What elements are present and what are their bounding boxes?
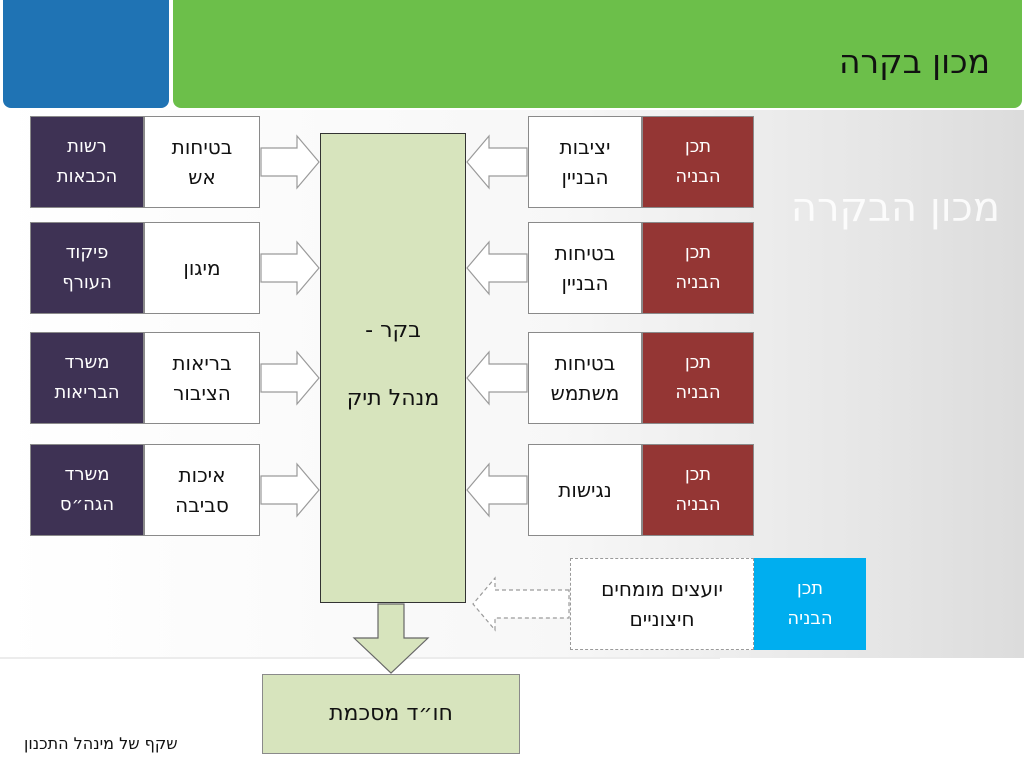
authority-box-health: משרד הבריאות bbox=[30, 332, 144, 424]
category-box-fire-safety: בטיחות אש bbox=[144, 116, 260, 208]
plan-box-3: תכן הבניה bbox=[642, 332, 754, 424]
arrow-left-2 bbox=[466, 240, 528, 296]
central-controller-box: בקר - מנהל תיק bbox=[320, 133, 466, 603]
header-blue-block bbox=[3, 0, 169, 108]
topic-box-user-safety: בטיחות משתמש bbox=[528, 332, 642, 424]
plan-box-2: תכן הבניה bbox=[642, 222, 754, 314]
arrow-right-4 bbox=[260, 462, 320, 518]
background-divider bbox=[0, 657, 720, 659]
plan-box-4: תכן הבניה bbox=[642, 444, 754, 536]
topic-box-accessibility: נגישות bbox=[528, 444, 642, 536]
category-box-protection: מיגון bbox=[144, 222, 260, 314]
arrow-left-dashed bbox=[472, 576, 570, 632]
consultants-box: יועצים מומחים חיצוניים bbox=[570, 558, 754, 650]
plan-box-1: תכן הבניה bbox=[642, 116, 754, 208]
authority-box-fire: רשות הכבאות bbox=[30, 116, 144, 208]
arrow-left-3 bbox=[466, 350, 528, 406]
arrow-right-1 bbox=[260, 134, 320, 190]
arrow-left-1 bbox=[466, 134, 528, 190]
ghost-watermark-title: מכון הבקרה bbox=[790, 185, 1000, 231]
arrow-right-2 bbox=[260, 240, 320, 296]
summary-opinion-box: חו״ד מסכמת bbox=[262, 674, 520, 754]
plan-box-external: תכן הבניה bbox=[754, 558, 866, 650]
page-title: מכון בקרה bbox=[838, 42, 990, 81]
arrow-right-3 bbox=[260, 350, 320, 406]
topic-box-building-safety: בטיחות הבניין bbox=[528, 222, 642, 314]
category-box-environment-quality: איכות סביבה bbox=[144, 444, 260, 536]
footer-credit: שקף של מינהל התכנון bbox=[24, 734, 178, 753]
category-box-public-health: בריאות הציבור bbox=[144, 332, 260, 424]
authority-box-environment: משרד הגה״ס bbox=[30, 444, 144, 536]
arrow-down bbox=[352, 603, 430, 674]
arrow-left-4 bbox=[466, 462, 528, 518]
authority-box-home-front: פיקוד העורף bbox=[30, 222, 144, 314]
topic-box-structural-stability: יציבות הבניין bbox=[528, 116, 642, 208]
header-green-bar bbox=[173, 0, 1022, 108]
